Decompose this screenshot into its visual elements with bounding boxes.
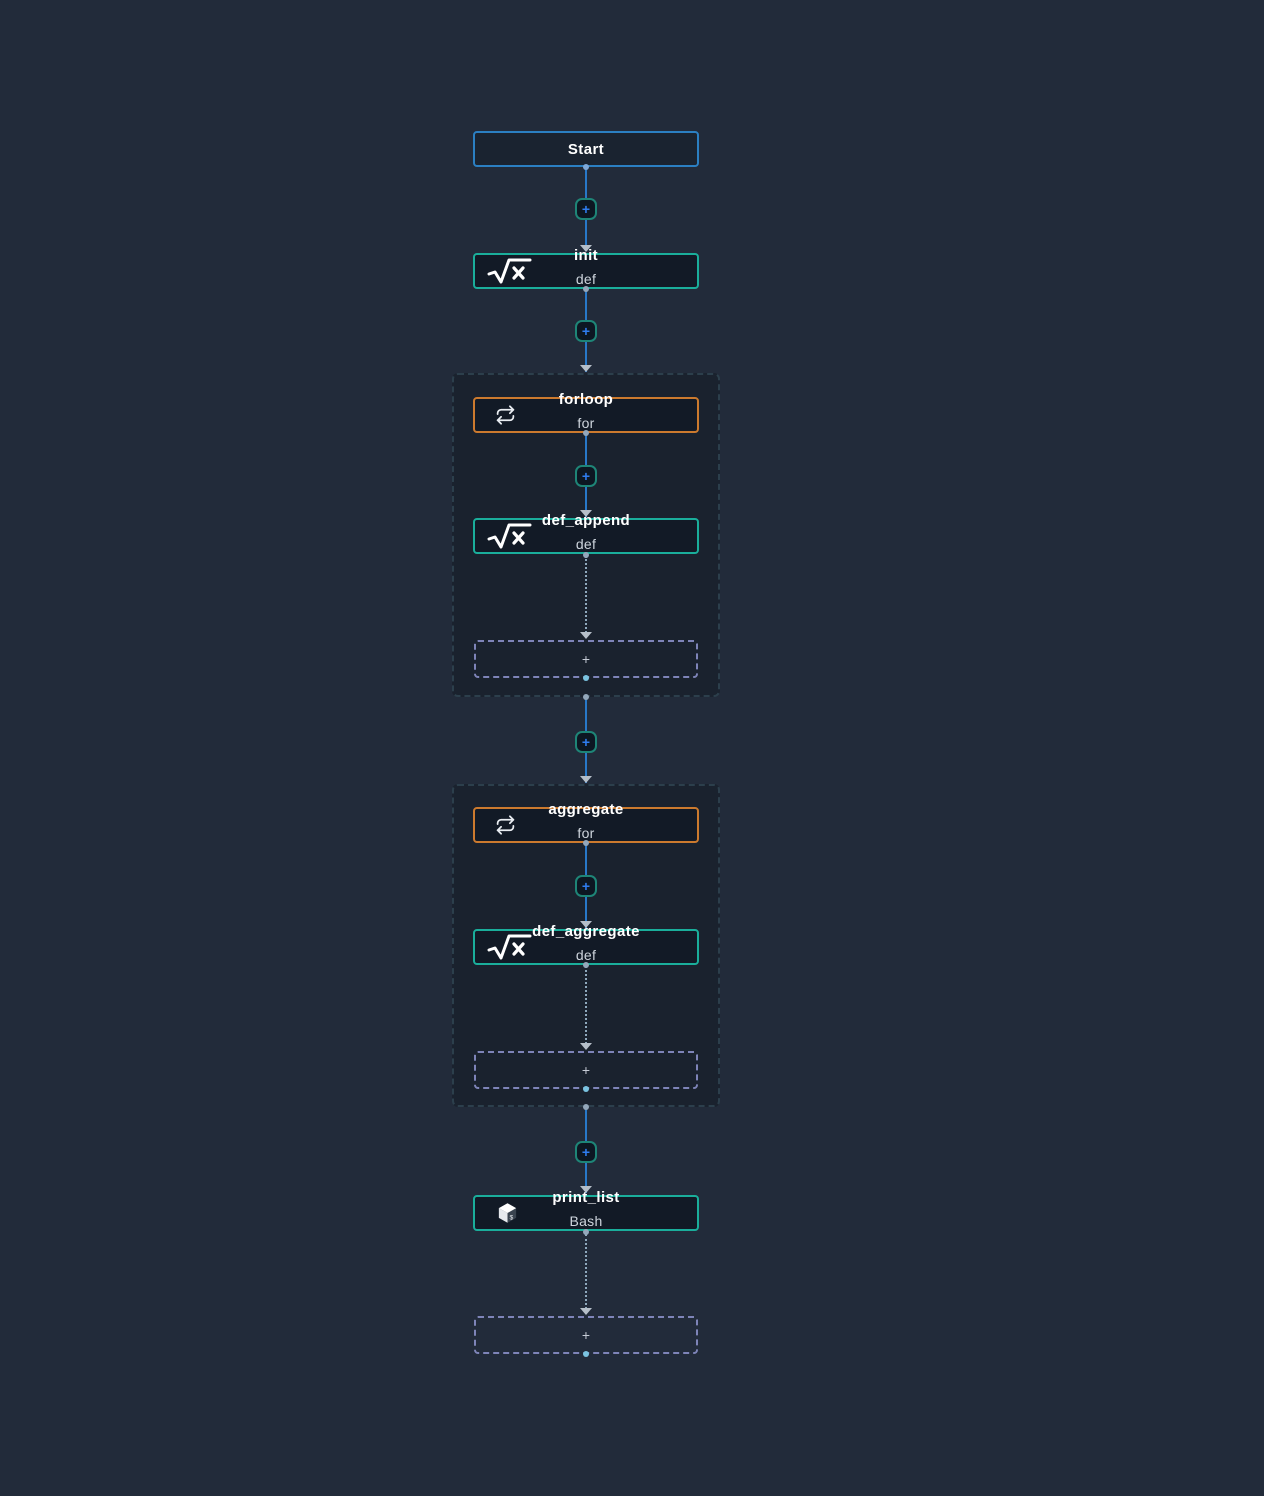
svg-text:$: $ [509, 1215, 513, 1223]
edge-arrow [580, 632, 592, 639]
insert-step-button[interactable]: + [575, 320, 597, 342]
start-node-label: Start [567, 140, 605, 158]
edge-dot [583, 694, 589, 700]
edge-dot [583, 962, 589, 968]
placeholder-plus-label: + [581, 1062, 591, 1078]
edge-arrow [580, 1043, 592, 1050]
add-step-placeholder[interactable]: + [474, 1051, 698, 1089]
edge-dot [583, 286, 589, 292]
node-forloop[interactable]: forloop for [473, 391, 699, 433]
edge-dot [583, 1104, 589, 1110]
node-def-aggregate[interactable]: def_aggregate def [473, 923, 699, 965]
square-root-function-icon [487, 257, 532, 285]
edge-arrow [580, 776, 592, 783]
edge-dot [583, 675, 589, 681]
placeholder-plus-label: + [581, 1327, 591, 1343]
dotted-edge-line [585, 1234, 587, 1309]
edge-dot [583, 1086, 589, 1092]
node-language: def [575, 947, 597, 963]
loop-icon [495, 405, 516, 426]
dotted-edge-line [585, 556, 587, 633]
node-language: def [575, 536, 597, 552]
edge-dot [583, 430, 589, 436]
edge-arrow [580, 1308, 592, 1315]
edge-dot [583, 164, 589, 170]
node-title: def_aggregate [532, 923, 640, 940]
edge-arrow [580, 365, 592, 372]
bash-cube-icon: $ [496, 1202, 519, 1225]
edge-dot [583, 840, 589, 846]
insert-step-button[interactable]: + [575, 731, 597, 753]
node-title: forloop [558, 391, 614, 408]
node-language: def [575, 271, 597, 287]
insert-step-button[interactable]: + [575, 465, 597, 487]
square-root-function-icon [487, 522, 532, 550]
dotted-edge-line [585, 966, 587, 1044]
edge-arrow [580, 1186, 592, 1193]
edge-dot [583, 1351, 589, 1357]
node-title: def_append [541, 512, 631, 529]
add-step-placeholder[interactable]: + [474, 1316, 698, 1354]
node-init[interactable]: init def [473, 247, 699, 289]
edge-arrow [580, 245, 592, 252]
node-language: for [577, 825, 595, 841]
square-root-function-icon [487, 933, 532, 961]
insert-step-button[interactable]: + [575, 1141, 597, 1163]
node-title: init [573, 247, 599, 264]
node-print-list[interactable]: $ print_list Bash [473, 1189, 699, 1231]
node-language: Bash [569, 1213, 603, 1229]
edge-arrow [580, 921, 592, 928]
loop-icon [495, 815, 516, 836]
insert-step-button[interactable]: + [575, 875, 597, 897]
node-def-append[interactable]: def_append def [473, 512, 699, 554]
edge-dot [583, 1229, 589, 1235]
start-node[interactable]: Start [473, 131, 699, 167]
edge-arrow [580, 510, 592, 517]
node-aggregate[interactable]: aggregate for [473, 801, 699, 843]
node-title: print_list [552, 1189, 620, 1206]
node-language: for [577, 415, 595, 431]
insert-step-button[interactable]: + [575, 198, 597, 220]
node-title: aggregate [548, 801, 624, 818]
edge-dot [583, 552, 589, 558]
placeholder-plus-label: + [581, 651, 591, 667]
add-step-placeholder[interactable]: + [474, 640, 698, 678]
